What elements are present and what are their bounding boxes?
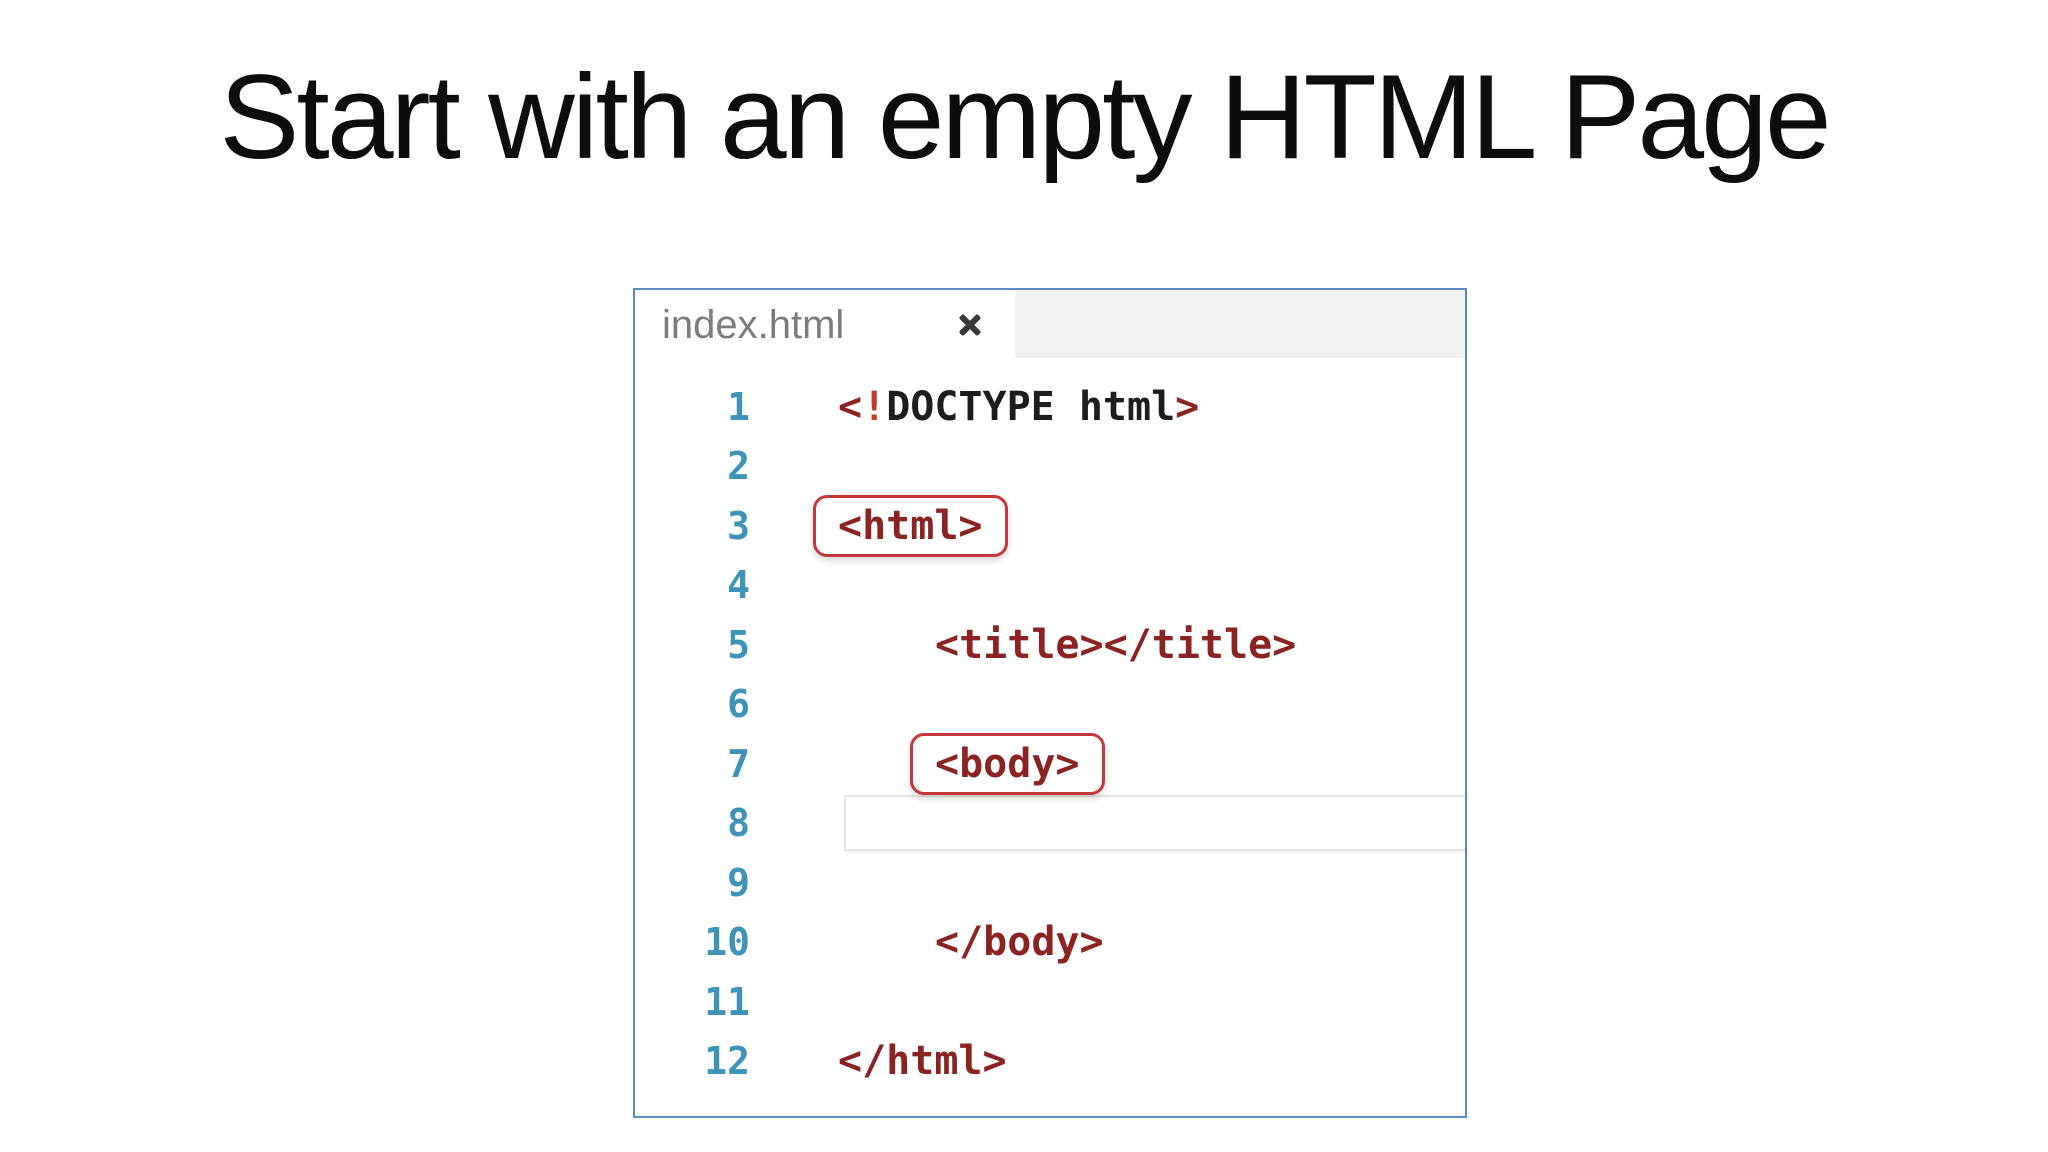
code-line[interactable]: 1 <!DOCTYPE html> [635,377,1465,437]
code-line[interactable]: 4 [635,556,1465,616]
code-segment: <html> [838,502,983,549]
red-annotation-box: <html> [813,494,1008,557]
code-segment: <body> [935,740,1080,787]
tab-filename-label: index.html [662,303,845,347]
code-line[interactable]: 11 [635,972,1465,1032]
line-number: 1 [727,384,750,429]
code-line[interactable]: 7 <body> [635,732,1465,795]
tab-index-html[interactable]: index.html [635,290,1015,360]
code-line[interactable]: 10 </body> [635,913,1465,973]
code-segment: > [1175,383,1200,430]
code-line-text: </html> [838,1038,1007,1084]
code-line[interactable]: 12 </html> [635,1032,1465,1092]
line-number: 11 [704,979,750,1024]
red-annotation-box: <body> [910,732,1105,795]
code-segment: DOCTYPE html [886,383,1176,430]
line-number: 2 [727,444,750,489]
tab-bar-filler [1015,290,1465,358]
line-number: 9 [727,860,750,905]
code-segment: ! [862,383,887,430]
line-number: 12 [704,1039,750,1084]
editor-tab-bar: index.html [635,290,1465,360]
slide-title: Start with an empty HTML Page [219,50,1831,184]
line-number: 8 [727,801,750,846]
code-segment: < [838,383,863,430]
code-segment: <title></title> [935,621,1297,668]
code-line-text: </body> [838,919,1104,965]
code-line[interactable]: 8 [635,794,1465,854]
line-number: 6 [727,682,750,727]
code-segment: </body> [935,919,1104,966]
close-icon[interactable] [953,308,987,342]
code-line-text: <!DOCTYPE html> [838,384,1199,430]
line-number: 3 [727,503,750,548]
code-line[interactable]: 2 [635,437,1465,497]
line-number: 5 [727,622,750,667]
code-line-text: <body> [838,732,1105,795]
code-line[interactable]: 5 <title></title> [635,615,1465,675]
code-line[interactable]: 6 [635,675,1465,735]
empty-line-highlight-box [844,795,1465,852]
code-line[interactable]: 3 <html> [635,494,1465,557]
code-line-text: <title></title> [838,622,1296,668]
code-segment: </html> [838,1038,1007,1085]
code-line[interactable]: 9 [635,853,1465,913]
line-number: 7 [727,741,750,786]
code-line-text: <html> [813,494,1008,557]
line-number: 4 [727,563,750,608]
line-number: 10 [704,920,750,965]
